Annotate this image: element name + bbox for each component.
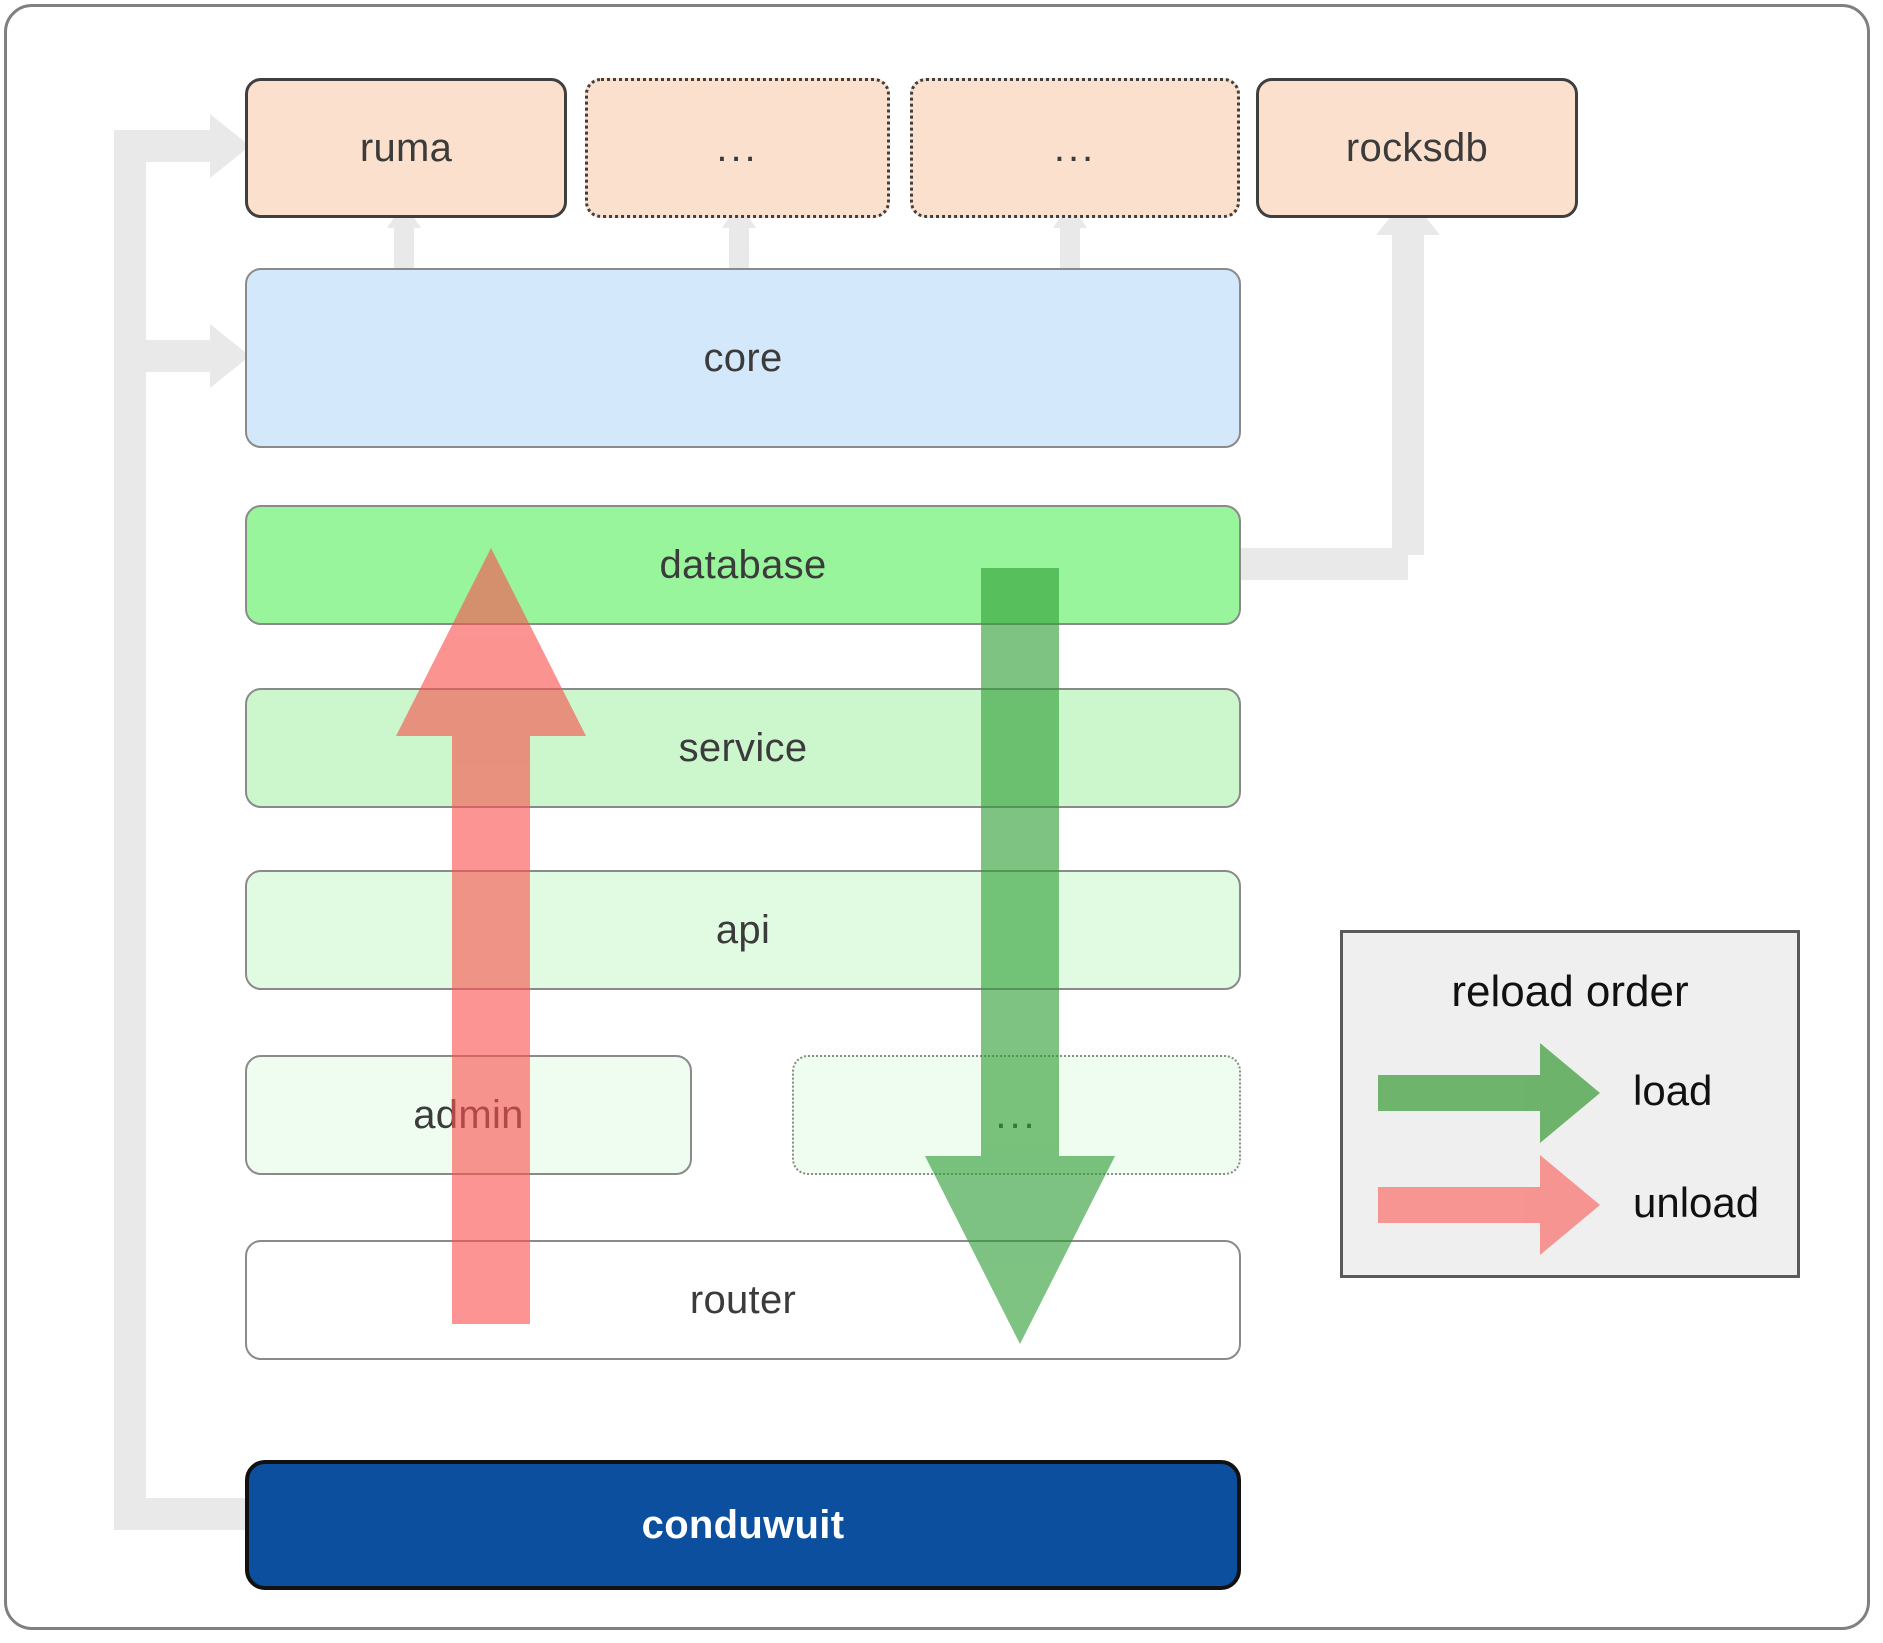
node-admin-label: admin xyxy=(413,1092,524,1137)
node-router-label: router xyxy=(689,1277,797,1322)
node-service[interactable]: service xyxy=(245,688,1241,808)
node-database-label: database xyxy=(659,542,827,587)
diagram-frame xyxy=(4,4,1870,1630)
connector-database-right-horizontal xyxy=(1240,548,1408,580)
legend-swatch-load xyxy=(1378,1043,1600,1143)
connector-arrowhead-core xyxy=(210,324,250,388)
connector-core-to-ellipsis1-stem xyxy=(729,225,749,273)
node-api[interactable]: api xyxy=(245,870,1241,990)
connector-arrowhead-ruma xyxy=(210,114,250,178)
legend-panel: reload order load unload xyxy=(1340,930,1800,1278)
node-external-ellipsis-1[interactable]: ... xyxy=(585,78,890,218)
node-rocksdb-label: rocksdb xyxy=(1345,125,1489,170)
legend-swatch-unload xyxy=(1378,1155,1600,1255)
node-external-ellipsis-2-label: ... xyxy=(1053,126,1097,170)
connector-left-bottom-horizontal xyxy=(114,1498,249,1530)
node-conduwuit[interactable]: conduwuit xyxy=(245,1460,1241,1590)
connector-core-to-ruma-stem xyxy=(394,225,414,273)
legend-label-load: load xyxy=(1633,1067,1713,1114)
node-core-label: core xyxy=(703,335,783,380)
node-ruma[interactable]: ruma xyxy=(245,78,567,218)
node-database[interactable]: database xyxy=(245,505,1241,625)
node-layer-ellipsis-label: ... xyxy=(995,1093,1038,1137)
node-router[interactable]: router xyxy=(245,1240,1241,1360)
node-rocksdb[interactable]: rocksdb xyxy=(1256,78,1578,218)
connector-rocksdb-vertical xyxy=(1392,225,1424,555)
node-api-label: api xyxy=(715,907,771,952)
connector-core-to-ellipsis2-stem xyxy=(1060,225,1080,273)
node-conduwuit-label: conduwuit xyxy=(641,1502,845,1547)
node-service-label: service xyxy=(678,725,808,770)
connector-branch-to-ruma xyxy=(114,130,214,162)
node-admin[interactable]: admin xyxy=(245,1055,692,1175)
node-layer-ellipsis[interactable]: ... xyxy=(792,1055,1241,1175)
connector-branch-to-core xyxy=(114,340,214,372)
node-external-ellipsis-2[interactable]: ... xyxy=(910,78,1240,218)
legend-label-unload: unload xyxy=(1633,1179,1760,1226)
node-core[interactable]: core xyxy=(245,268,1241,448)
node-ruma-label: ruma xyxy=(359,125,453,170)
node-external-ellipsis-1-label: ... xyxy=(716,126,759,170)
legend-title: reload order xyxy=(1451,967,1689,1016)
